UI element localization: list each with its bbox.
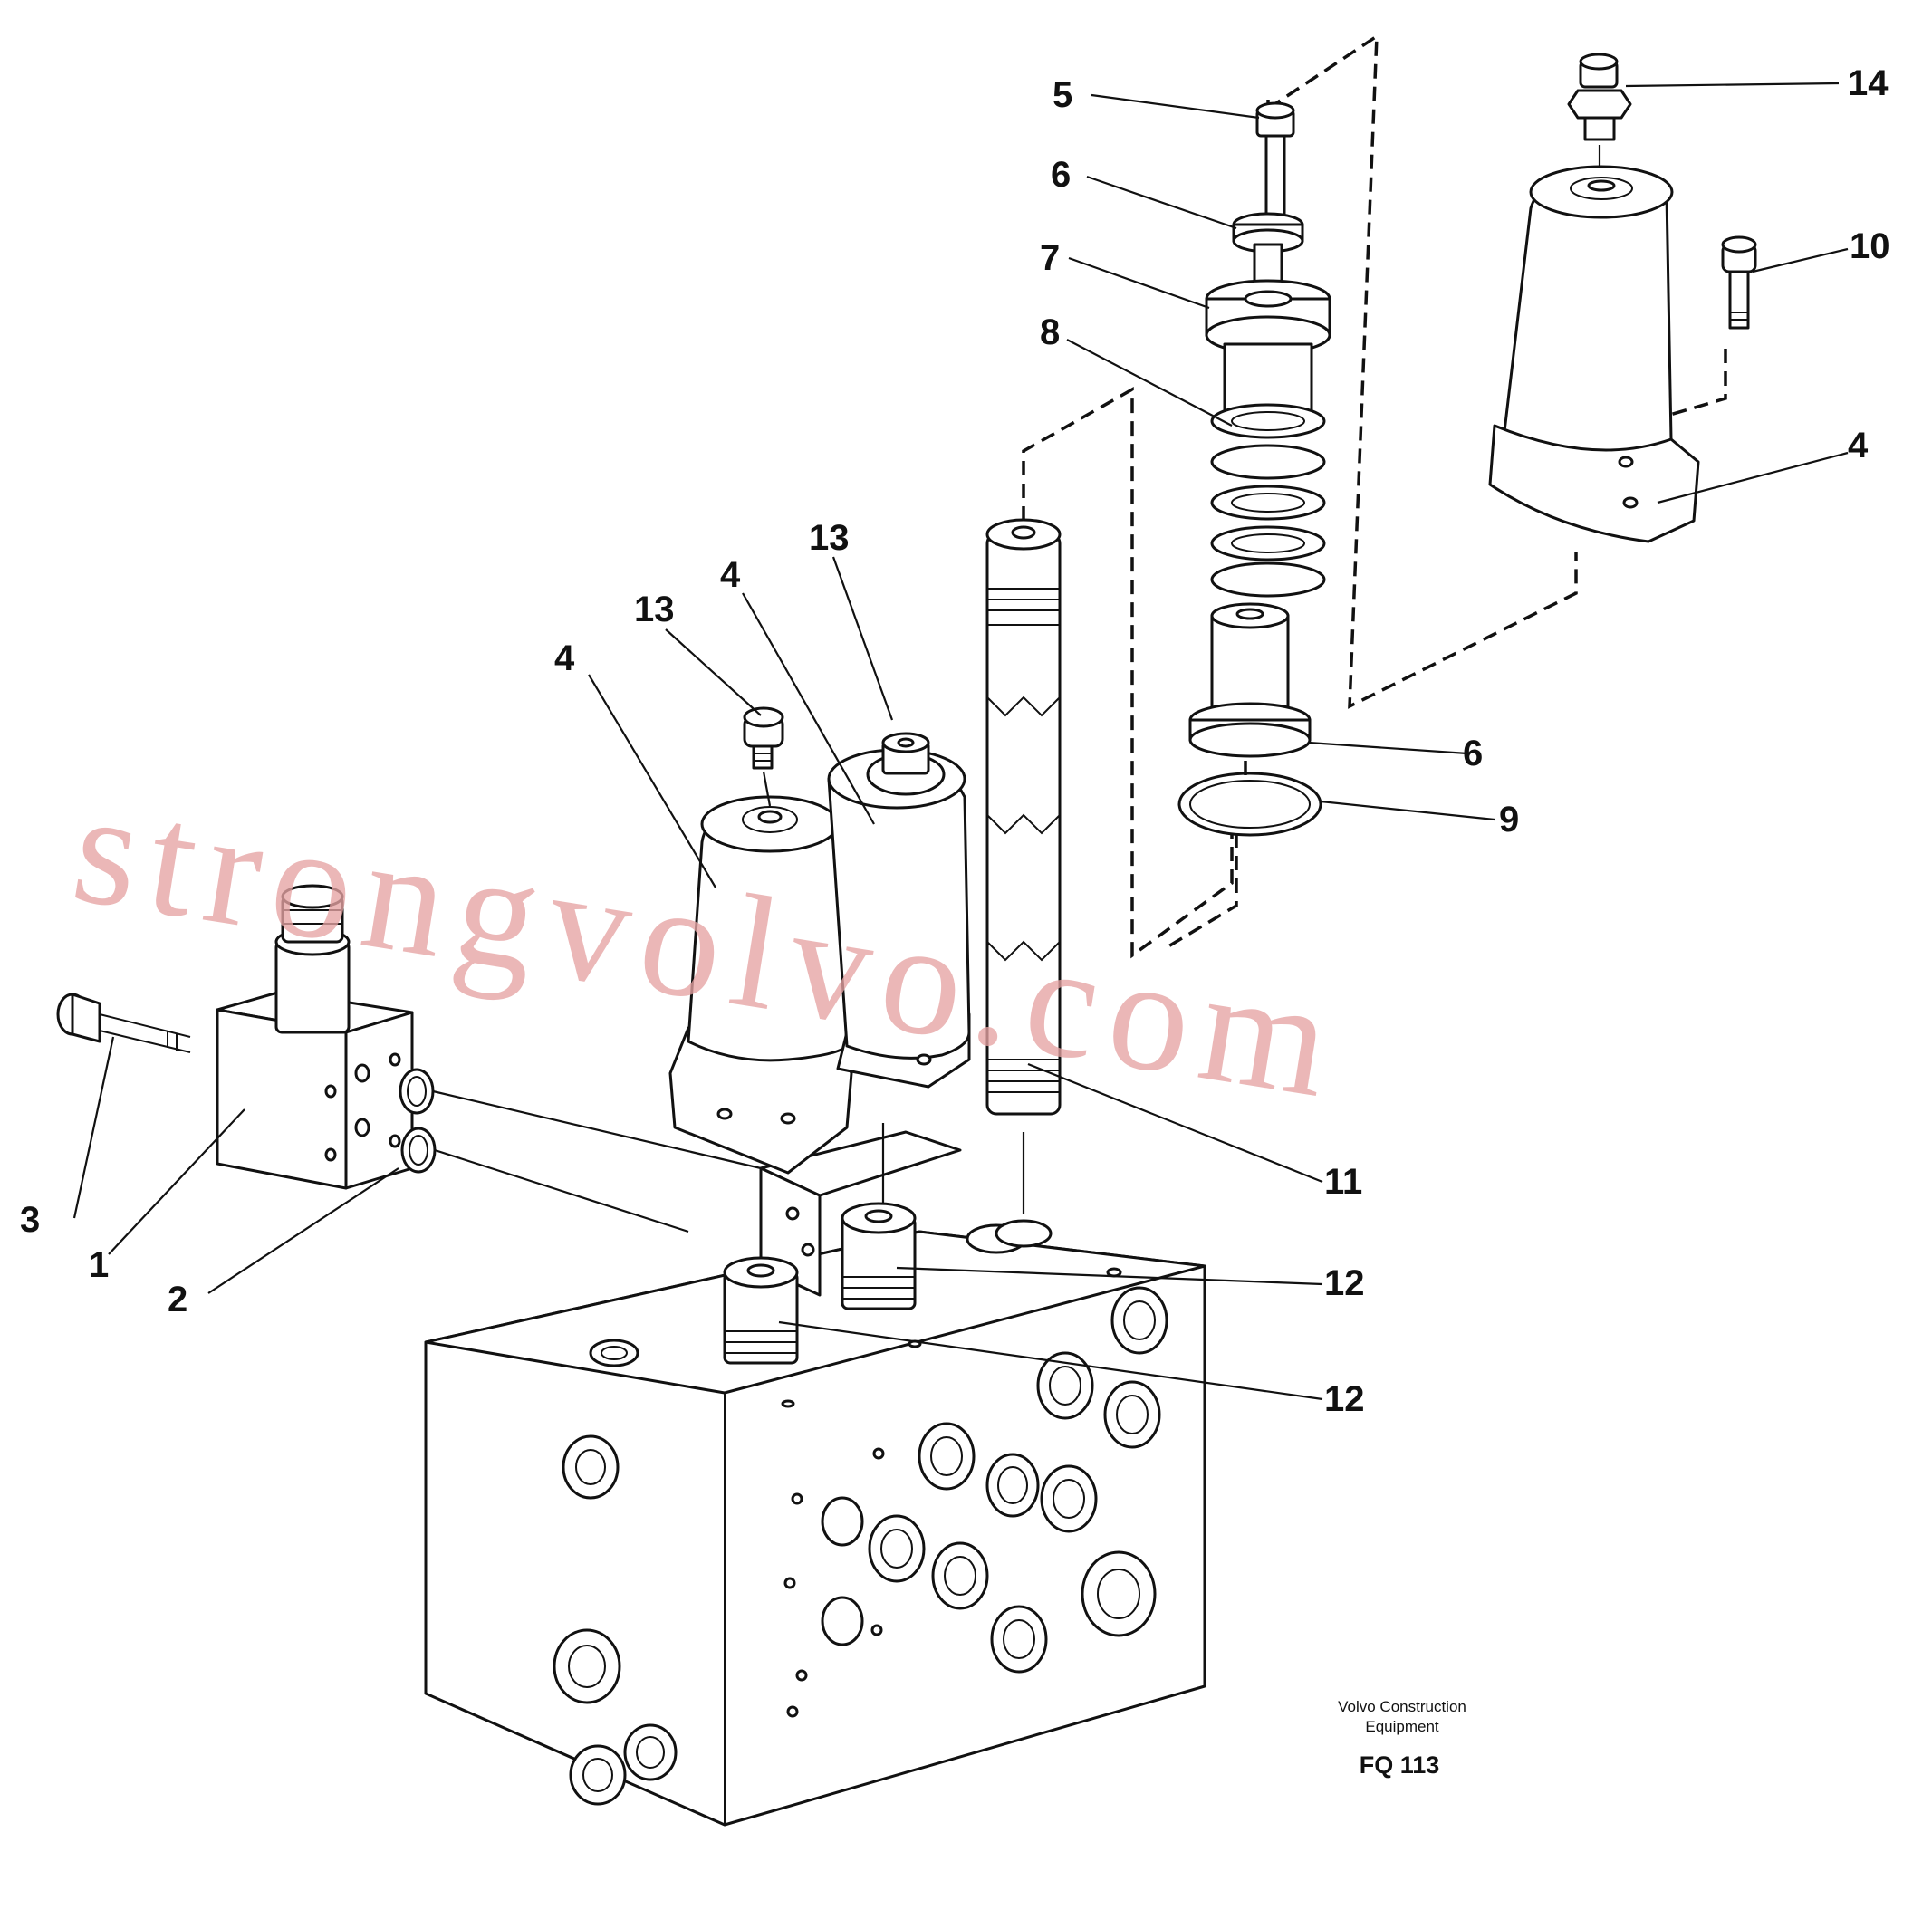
left-face-ports [553,1434,678,1806]
callout-7: 7 [1040,238,1060,278]
callout-13-right: 13 [809,518,850,558]
solenoid-coil-front [668,795,853,1175]
spring-seat [1210,602,1290,722]
callout-6-top: 6 [1051,155,1071,195]
valve-spool-11 [985,518,1062,1116]
assembly-path-4 [1648,349,1727,423]
callout-13-left: 13 [634,590,675,629]
callout-9: 9 [1499,800,1519,840]
spring-8 [1210,403,1326,598]
fitting-14 [1567,53,1632,141]
callout-5: 5 [1053,75,1072,115]
screw-10 [1721,235,1757,330]
callout-8: 8 [1040,312,1060,352]
callout-14: 14 [1848,63,1889,103]
callout-11: 11 [1324,1162,1362,1202]
figure-code: FQ 113 [1360,1751,1440,1779]
callout-4-front: 4 [554,638,575,678]
solenoid-coil-upper [1488,165,1700,543]
callout-1: 1 [89,1245,109,1285]
callout-2: 2 [168,1280,187,1319]
callout-10: 10 [1850,226,1890,266]
callout-12-rear: 12 [1324,1263,1365,1303]
brand-line-1: Volvo Construction [1338,1698,1466,1715]
o-rings-2 [399,1068,437,1174]
solenoid-coil-rear [827,732,971,1089]
o-ring-9 [1177,772,1322,837]
assembly-path-6 [1168,833,1238,948]
bolt-5 [1255,101,1295,219]
solenoid-valve-1 [216,884,414,1190]
washer-6-top [1232,212,1304,254]
callout-4-upper: 4 [1848,426,1869,465]
assembly-path-1 [1022,386,1234,959]
washer-6-bottom [1188,702,1312,758]
callout-6-bottom: 6 [1463,734,1483,773]
cartridge-12-front [723,1256,799,1365]
assembly-path-2 [1267,33,1578,709]
valve-block-body [424,1223,1206,1827]
leader-lines [72,82,1849,1401]
callout-3: 3 [20,1200,40,1240]
cartridge-12-rear [841,1202,917,1310]
screw-3 [56,993,191,1053]
brand-line-2: Equipment [1365,1718,1439,1735]
right-face-ports [783,1286,1168,1718]
guide-7 [1205,243,1331,427]
cap-screw-13 [743,706,784,770]
callout-12-front: 12 [1324,1379,1365,1419]
callout-4-rear: 4 [720,555,741,595]
